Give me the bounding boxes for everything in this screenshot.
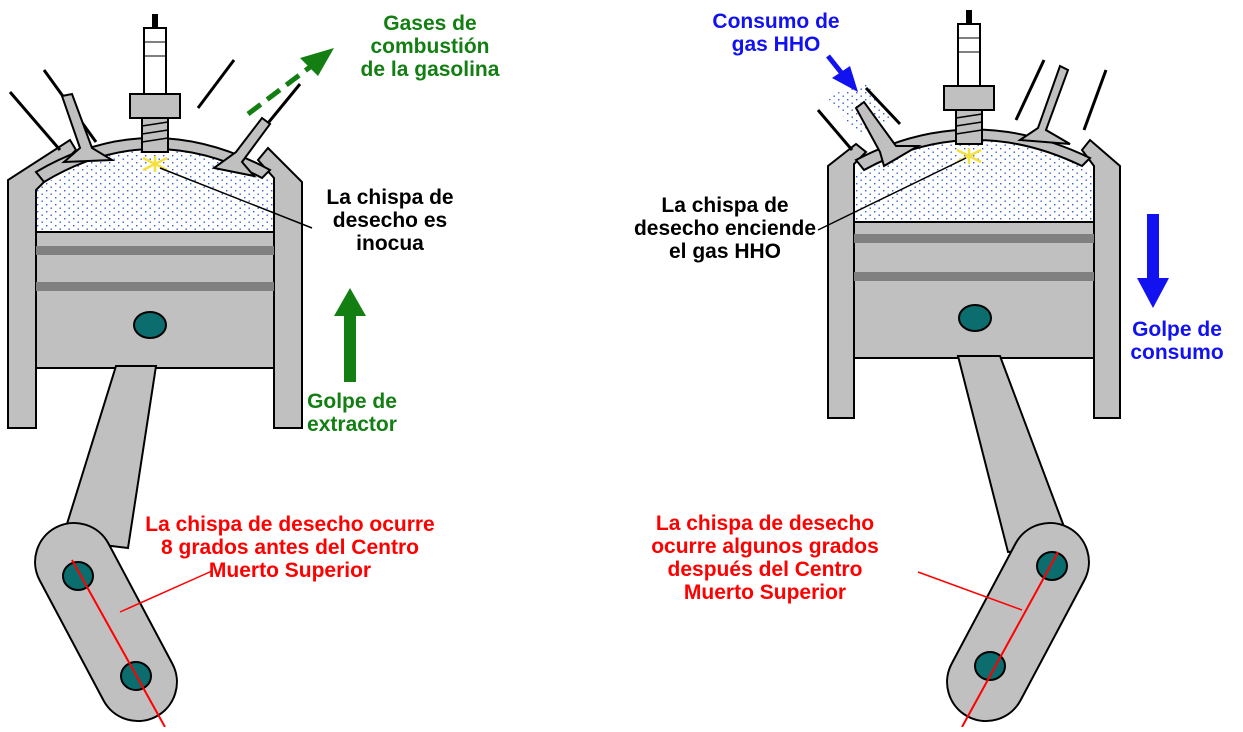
right-spark-note: La chispa de desecho enciende el gas HHO [633, 194, 817, 263]
right-intake-valve [854, 100, 922, 168]
exhaust-stroke-label: Golpe de extractor [307, 390, 397, 436]
left-piston-ring-1 [36, 246, 274, 255]
left-spark-plug-insulator [143, 27, 167, 95]
hho-intake-label: Consumo de gas HHO [712, 10, 840, 56]
left-spark-leader [159, 167, 313, 229]
right-engine [816, 10, 1169, 728]
right-timing-leader [917, 571, 1023, 611]
left-timing-note: La chispa de desecho ocurre 8 grados ant… [145, 513, 435, 582]
hho-intake-arrow-icon [826, 54, 858, 92]
exhaust-stroke-arrow-icon [334, 288, 366, 382]
left-connecting-rod [60, 365, 158, 550]
right-exhaust-port [1014, 59, 1108, 131]
right-piston [853, 221, 1095, 359]
right-cylinder-wall-left [827, 142, 868, 419]
right-crank-throw [946, 521, 1090, 723]
left-cylinder-wall-left [7, 138, 78, 429]
left-wrist-pin [133, 311, 167, 339]
left-crank-centerline [71, 559, 166, 728]
right-intake-port [816, 86, 902, 151]
left-intake-valve [60, 92, 116, 164]
intake-stroke-label: Golpe de consumo [1130, 318, 1224, 364]
left-timing-leader [119, 570, 213, 613]
exhaust-gas-arrow-icon [246, 48, 334, 116]
right-crank-centerline [961, 551, 1059, 728]
right-spark-plug-insulator [957, 23, 981, 87]
right-cylinder-wall-right [1080, 138, 1121, 419]
right-spark-leader [817, 157, 967, 231]
right-spark-plug-terminal [966, 10, 972, 26]
right-timing-note: La chispa de desecho ocurre algunos grad… [651, 512, 879, 604]
intake-stroke-arrow-icon [1137, 214, 1169, 308]
exhaust-gases-label: Gases de combustión de la gasolina [360, 12, 500, 81]
left-spark-icon [142, 156, 168, 172]
left-piston-ring-2 [36, 282, 274, 291]
left-cylinder-wall-right [256, 146, 303, 429]
right-exhaust-valve [1017, 64, 1071, 145]
left-exhaust-valve [211, 116, 272, 178]
right-wrist-pin [958, 304, 992, 332]
left-crank-pin [62, 561, 94, 591]
right-combustion-gas [854, 139, 1094, 222]
left-spark-plug-terminal [152, 14, 158, 30]
right-piston-ring-2 [854, 272, 1094, 281]
left-exhaust-port [196, 59, 302, 129]
right-crank-main [974, 651, 1006, 681]
left-spark-note: La chispa de desecho es inocua [326, 186, 454, 255]
left-spark-plug-hex [129, 93, 181, 119]
right-crank-pin [1036, 551, 1068, 581]
right-spark-plug-hex [943, 85, 995, 111]
left-engine [7, 14, 366, 728]
right-piston-ring-1 [854, 234, 1094, 243]
